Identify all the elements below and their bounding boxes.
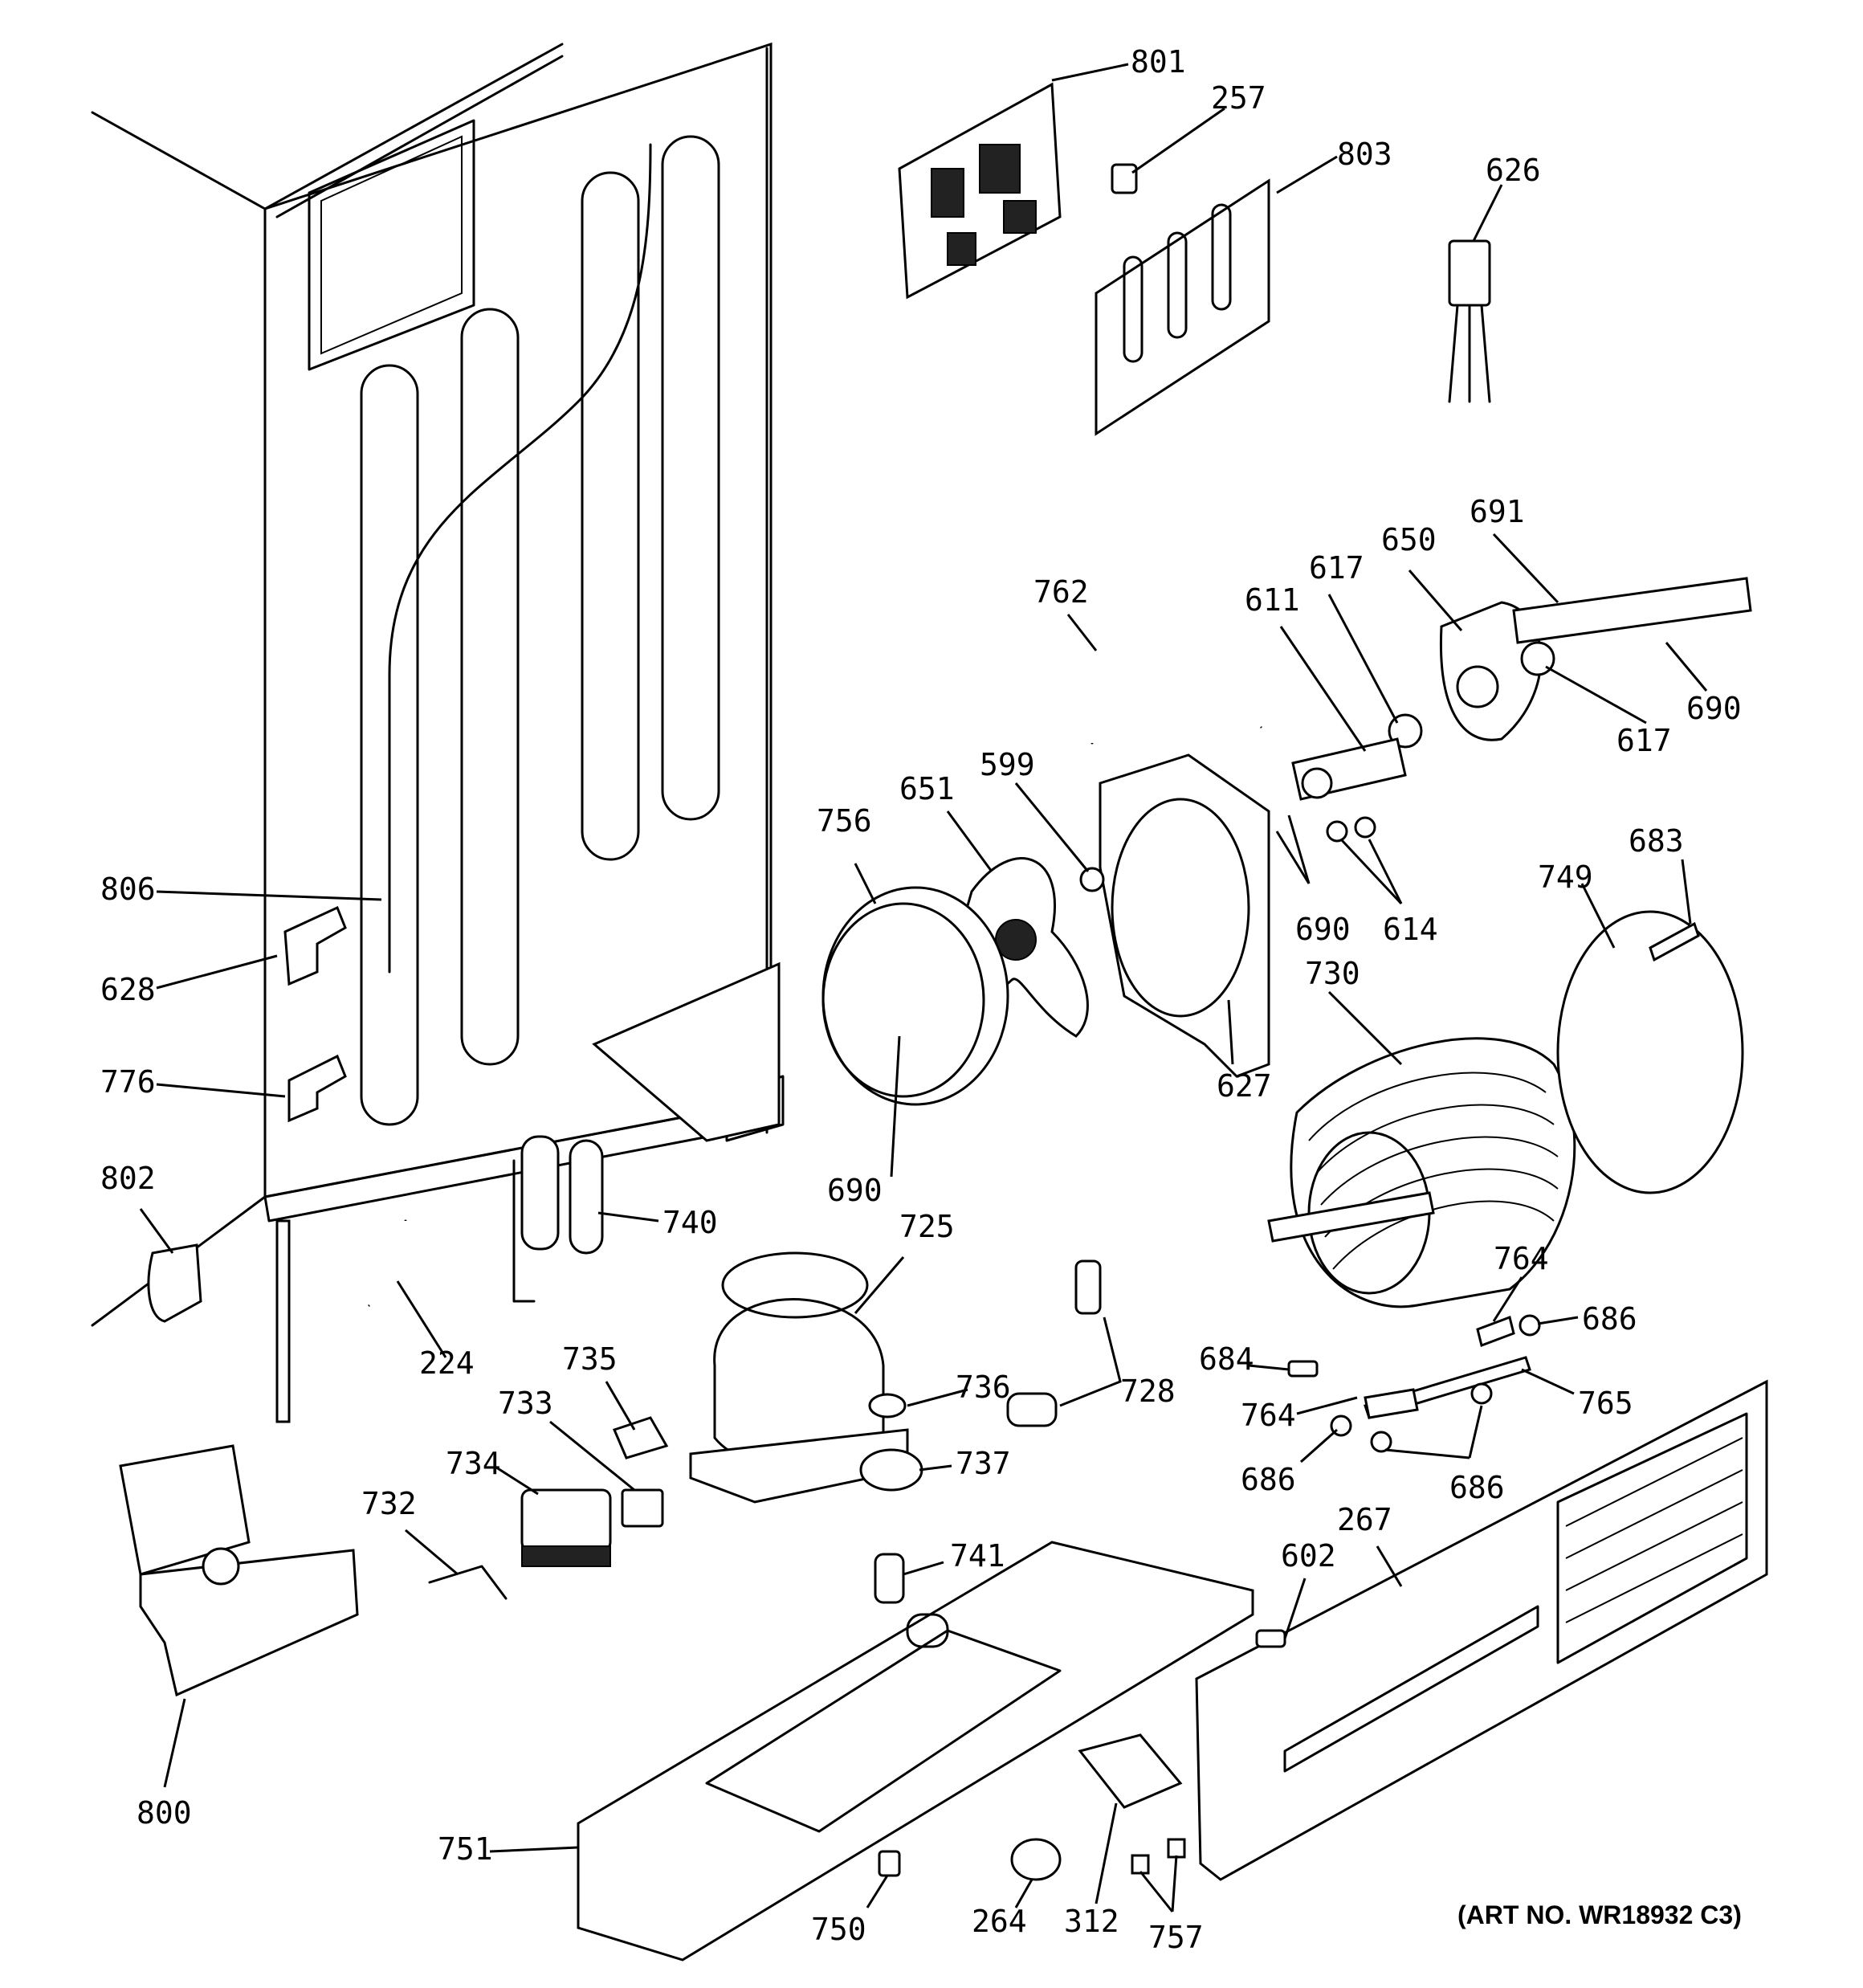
art-number: (ART NO. WR18932 C3) [1457,1900,1742,1929]
tube-224 [366,1219,410,1309]
bracket-691 [1512,577,1752,644]
shroud-627 [1099,753,1270,1078]
label-801: 801 [1131,44,1186,80]
compressor-725 [689,1251,909,1504]
label-765: 765 [1578,1386,1633,1421]
label-736: 736 [956,1370,1011,1405]
capacitor-734 [520,1488,612,1567]
grommet-736 [868,1393,907,1419]
bushing-264 [1010,1838,1062,1881]
label-806: 806 [100,872,156,907]
relay-735 [612,1416,669,1459]
bracket-312 [1078,1733,1183,1809]
label-690-mid: 690 [1295,912,1351,947]
label-800: 800 [137,1795,192,1831]
screw-257 [1111,163,1138,194]
label-728: 728 [1120,1374,1176,1409]
power-cord-626 [1448,239,1491,403]
label-257: 257 [1211,80,1266,116]
dryer-740 [512,1135,604,1303]
label-690-bottom: 690 [827,1173,883,1208]
label-725: 725 [899,1209,955,1244]
label-741: 741 [950,1538,1005,1574]
overload-733 [621,1488,664,1528]
bushing-741 [874,1553,905,1604]
label-764-top: 764 [1494,1241,1549,1276]
rod-bracket-764 [1364,1316,1531,1419]
label-267: 267 [1337,1502,1392,1537]
label-733: 733 [498,1386,553,1421]
label-611: 611 [1245,582,1300,618]
grille-267 [1195,1379,1768,1881]
label-686-bottom: 686 [1449,1470,1505,1505]
label-734: 734 [446,1446,501,1481]
screw-683 [1649,921,1700,962]
clip-802 [147,1243,202,1323]
tube-762 [1086,640,1266,745]
label-224: 224 [419,1345,475,1381]
screw-750 [878,1850,901,1877]
label-599: 599 [980,747,1035,782]
label-737: 737 [956,1446,1011,1481]
wire-684 [1287,1360,1319,1378]
label-650: 650 [1381,522,1437,557]
label-691: 691 [1470,494,1525,529]
label-651: 651 [899,771,955,806]
label-730: 730 [1305,956,1360,991]
cover-749 [1556,910,1744,1194]
label-803: 803 [1337,137,1392,172]
fan-shroud-ring-756 [821,886,1009,1106]
bracket-611 [1291,737,1407,801]
label-686-right: 686 [1582,1301,1637,1337]
nut-599 [1079,867,1105,892]
label-617-top: 617 [1309,550,1364,586]
label-683: 683 [1629,823,1684,859]
cover-plate-803 [1095,178,1270,436]
label-264: 264 [972,1904,1027,1939]
screws-757 [1131,1838,1186,1875]
label-690-right: 690 [1686,691,1742,726]
label-749: 749 [1538,859,1593,895]
label-750: 750 [811,1912,866,1947]
label-740: 740 [662,1205,718,1240]
label-776: 776 [100,1064,156,1100]
label-617-right: 617 [1616,723,1672,758]
grommets-614 [1326,816,1376,843]
label-756: 756 [817,803,872,839]
label-684: 684 [1199,1341,1254,1377]
label-732: 732 [361,1486,417,1521]
condenser-coil-730 [1267,1037,1576,1308]
label-614: 614 [1383,912,1438,947]
label-751: 751 [438,1831,493,1867]
leader-lines [139,63,1708,1912]
water-valve-800 [119,1444,359,1697]
label-312: 312 [1064,1904,1119,1939]
clip-776 [287,1054,347,1123]
grommet-737 [859,1448,923,1492]
label-762: 762 [1033,574,1089,610]
label-628: 628 [100,972,156,1007]
clip-732 [428,1565,508,1600]
label-626: 626 [1486,153,1541,188]
label-686-left: 686 [1241,1462,1296,1497]
cabinet-back-panel [91,42,785,1423]
screw-602 [1255,1629,1286,1648]
control-board [898,82,1062,300]
label-627: 627 [1217,1068,1272,1104]
label-802: 802 [100,1161,156,1196]
label-757: 757 [1148,1920,1204,1955]
part-labels: 801 257 803 626 691 650 617 611 762 690 … [100,44,1742,1955]
label-735: 735 [562,1341,618,1377]
clip-628 [283,905,347,986]
label-602: 602 [1281,1538,1336,1574]
label-764-bottom: 764 [1241,1398,1296,1433]
tube-728 [1006,1259,1102,1427]
base-pan-751 [577,1541,1254,1961]
